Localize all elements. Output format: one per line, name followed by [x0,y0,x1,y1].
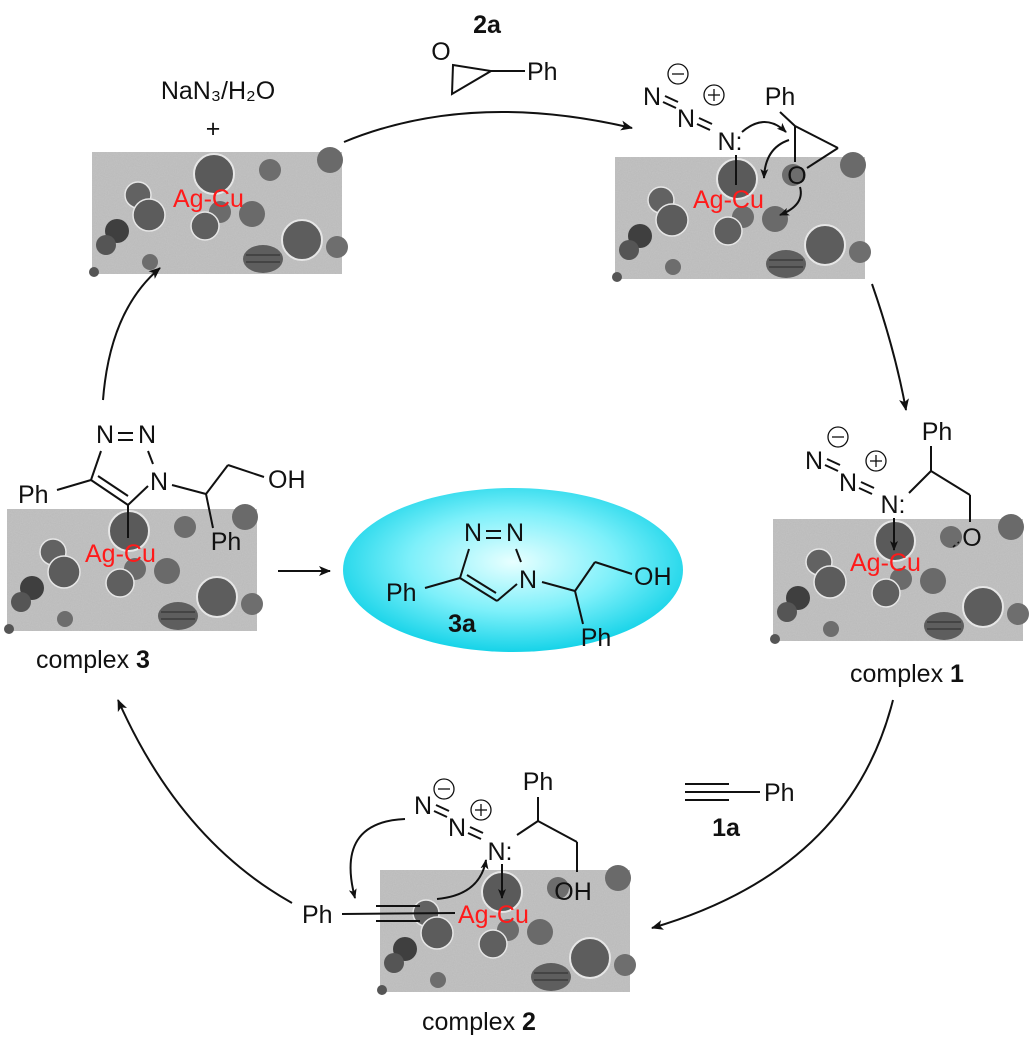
svg-text:Ag-Cu: Ag-Cu [693,186,764,214]
plus-sign: + [206,115,221,143]
curved-arrow-attack [741,121,787,133]
tem-image-activation [612,152,871,282]
svg-text:Ph: Ph [765,83,796,111]
svg-text:Ag-Cu: Ag-Cu [850,549,921,577]
arrow-to-complex3 [117,699,293,904]
svg-text:N:: N: [881,491,906,519]
tem-image-complex1 [770,514,1029,644]
svg-text:N: N [448,814,466,842]
svg-text:Ph: Ph [764,779,795,807]
svg-text:Ph: Ph [386,579,417,607]
svg-text:N: N [464,519,482,547]
curved-arrow-alkyne-to-n [436,859,489,900]
svg-text:Ph: Ph [581,624,612,652]
arrow-to-complex2 [651,699,894,930]
tem-image-complex3 [4,504,263,634]
svg-text:Ph: Ph [302,901,333,929]
epoxide-oxygen: O [431,38,450,66]
svg-text:1a: 1a [712,814,741,842]
svg-text:Ph: Ph [523,768,554,796]
svg-text:O: O [962,524,981,552]
svg-text:Ph: Ph [922,418,953,446]
svg-text:Ag-Cu: Ag-Cu [85,540,156,568]
catalyst-label: Ag-Cu [173,185,244,213]
svg-text:N: N [506,519,524,547]
svg-text:N: N [414,792,432,820]
svg-text:N: N [138,421,156,449]
svg-text:N: N [519,566,537,594]
svg-text:Ag-Cu: Ag-Cu [458,901,529,929]
svg-text:N: N [839,469,857,497]
reagent-alkyne-1a: Ph 1a [685,779,795,842]
stage-complex3: N N N Ph OH Ph Ag-Cu complex 3 [18,421,306,674]
stage-epoxide-activation: N N N: Ph O Ag-Cu [643,63,839,216]
epoxide-id: 2a [473,11,502,39]
reagent-azide: NaN₃/H₂O + [161,77,275,143]
complex2-caption: complex 2 [422,1008,536,1036]
product-id: 3a [448,610,477,638]
svg-text:Ph: Ph [211,528,242,556]
curved-arrow-o-to-metal [779,186,802,216]
svg-text:OH: OH [268,466,306,494]
svg-text:N:: N: [718,128,743,156]
tem-image-complex2 [377,865,636,995]
svg-text:N: N [150,468,168,496]
svg-text:OH: OH [554,878,592,906]
curved-arrow-azide-to-alkyne [348,818,406,899]
svg-text:N: N [805,447,823,475]
svg-text:N: N [643,83,661,111]
curved-arrow-ring-open [760,139,790,179]
arrow-to-start [102,267,161,401]
svg-text:N: N [677,105,695,133]
product-highlight-ellipse [343,488,683,652]
stage-complex1: N N N: Ph O Ag-Cu complex 1 [805,418,982,688]
epoxide-ph: Ph [527,58,558,86]
svg-text:N:: N: [488,838,513,866]
arrow-epoxide-addition [343,111,633,143]
reagent-epoxide-2a: 2a O Ph [431,11,558,96]
svg-text:O: O [787,162,806,190]
azide-label: NaN₃/H₂O [161,77,275,105]
complex1-caption: complex 1 [850,660,964,688]
svg-text:Ph: Ph [18,481,49,509]
svg-text:N: N [96,421,114,449]
arrow-to-complex1 [871,283,909,411]
product-3a: N N N Ph 3a OH Ph [343,488,683,652]
svg-text:OH: OH [634,563,672,591]
stage-complex2: N N N: Ph OH Ph Ag-Cu complex 2 [302,768,592,1036]
complex3-caption: complex 3 [36,646,150,674]
